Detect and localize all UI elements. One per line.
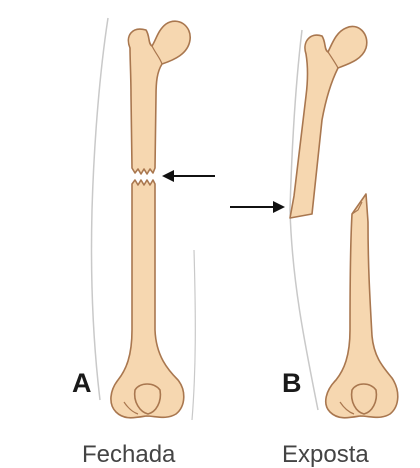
fracture-arrow-b bbox=[230, 201, 285, 213]
femur-upper-fragment-b bbox=[290, 26, 367, 218]
caption-b: Exposta bbox=[282, 441, 369, 468]
femur-lower-fragment-a bbox=[111, 180, 184, 418]
skin-outline-a-lower bbox=[192, 250, 195, 420]
panel-a: A Fechada bbox=[72, 18, 215, 468]
femur-upper-fragment-a bbox=[128, 21, 190, 174]
fracture-arrow-a bbox=[162, 170, 215, 182]
caption-a: Fechada bbox=[82, 441, 176, 468]
panel-b: B Exposta bbox=[230, 26, 398, 468]
panel-letter-b: B bbox=[282, 368, 302, 398]
skin-outline-a bbox=[91, 18, 108, 400]
panel-letter-a: A bbox=[72, 368, 92, 398]
